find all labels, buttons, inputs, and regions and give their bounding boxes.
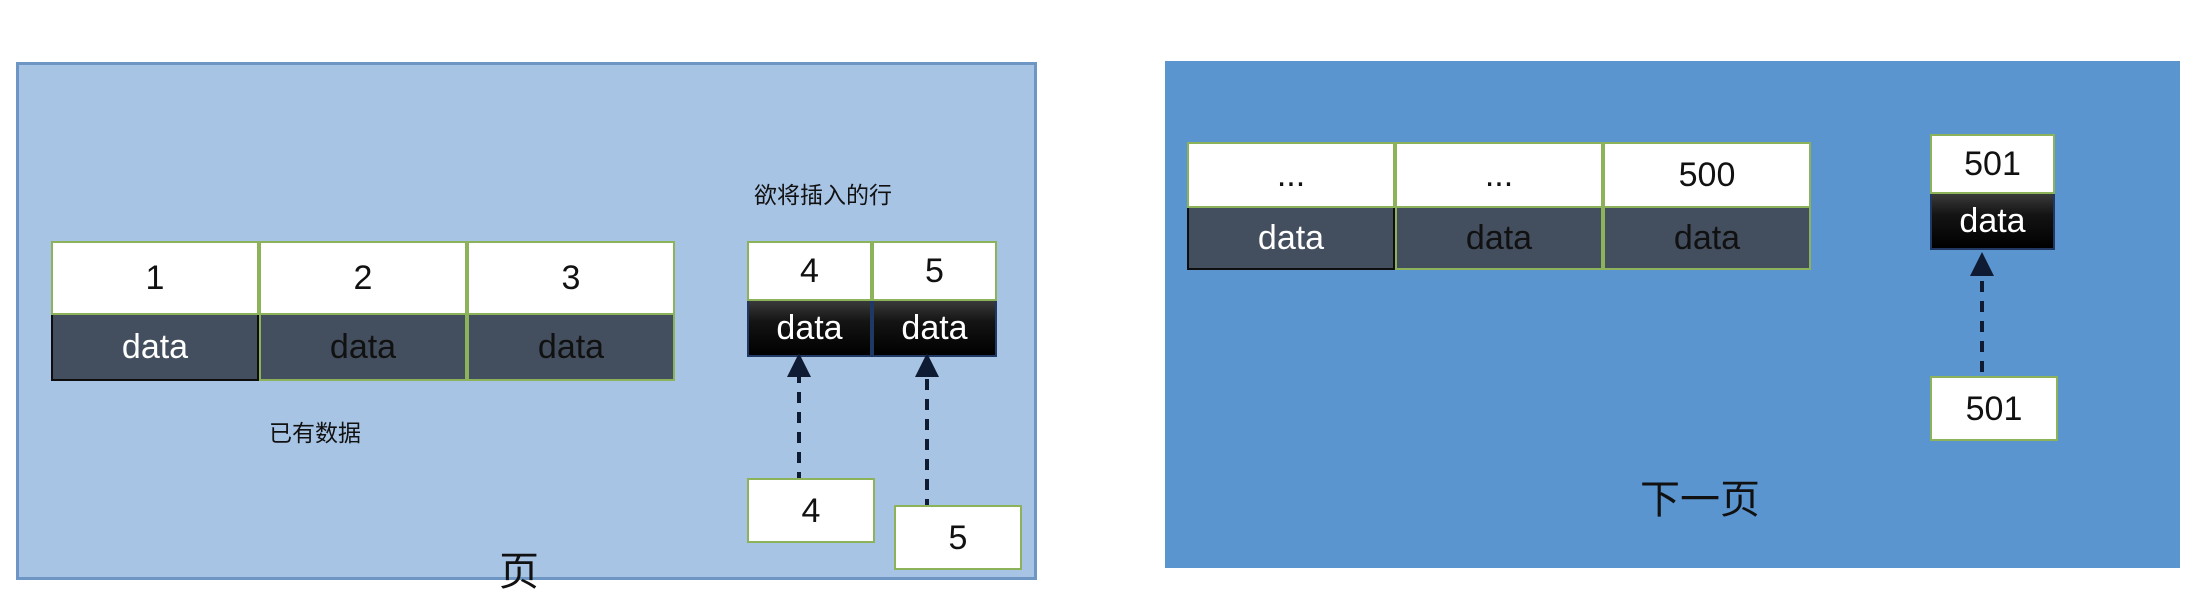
table-column: 5 data xyxy=(872,241,997,357)
source-value-box: 5 xyxy=(894,505,1022,570)
insert-arrow-up-icon xyxy=(1970,252,1994,372)
table-column: ... data xyxy=(1395,142,1603,270)
row-data-cell: data xyxy=(467,315,675,381)
existing-rows-table: ... data ... data 500 data xyxy=(1187,142,1811,270)
table-column: 1 data xyxy=(51,241,259,381)
table-column: ... data xyxy=(1187,142,1395,270)
row-data-cell: data xyxy=(872,301,997,357)
source-value-box: 4 xyxy=(747,478,875,543)
table-column: 3 data xyxy=(467,241,675,381)
page-panel: 1 data 2 data 3 data 已有数据 欲将插入的行 4 data … xyxy=(16,62,1037,592)
table-column: 4 data xyxy=(747,241,872,357)
next-page-panel: ... data ... data 500 data 501 data 501 … xyxy=(1165,61,2180,568)
insert-arrow-up-icon xyxy=(787,353,811,483)
page-label: 页 xyxy=(499,550,539,594)
row-data-cell: data xyxy=(1603,208,1811,270)
row-id-cell: 500 xyxy=(1603,142,1811,208)
row-data-cell: data xyxy=(1395,208,1603,270)
row-data-cell: data xyxy=(51,315,259,381)
table-column: 501 data xyxy=(1930,134,2055,250)
row-id-cell: ... xyxy=(1395,142,1603,208)
row-id-cell: 3 xyxy=(467,241,675,315)
row-id-cell: 5 xyxy=(872,241,997,301)
table-column: 2 data xyxy=(259,241,467,381)
row-id-cell: 2 xyxy=(259,241,467,315)
row-data-cell: data xyxy=(1187,208,1395,270)
new-rows-table: 4 data 5 data xyxy=(747,241,997,357)
existing-rows-table: 1 data 2 data 3 data xyxy=(51,241,675,381)
row-data-cell: data xyxy=(259,315,467,381)
row-data-cell: data xyxy=(1930,194,2055,250)
source-value-box: 501 xyxy=(1930,376,2058,441)
row-id-cell: 501 xyxy=(1930,134,2055,194)
insert-arrow-up-icon xyxy=(915,353,939,510)
table-column: 500 data xyxy=(1603,142,1811,270)
next-page-label: 下一页 xyxy=(1640,478,1760,522)
row-id-cell: 4 xyxy=(747,241,872,301)
rows-to-insert-label: 欲将插入的行 xyxy=(754,182,892,208)
new-rows-table: 501 data xyxy=(1930,134,2055,250)
row-data-cell: data xyxy=(747,301,872,357)
row-id-cell: ... xyxy=(1187,142,1395,208)
existing-data-label: 已有数据 xyxy=(269,420,361,446)
row-id-cell: 1 xyxy=(51,241,259,315)
